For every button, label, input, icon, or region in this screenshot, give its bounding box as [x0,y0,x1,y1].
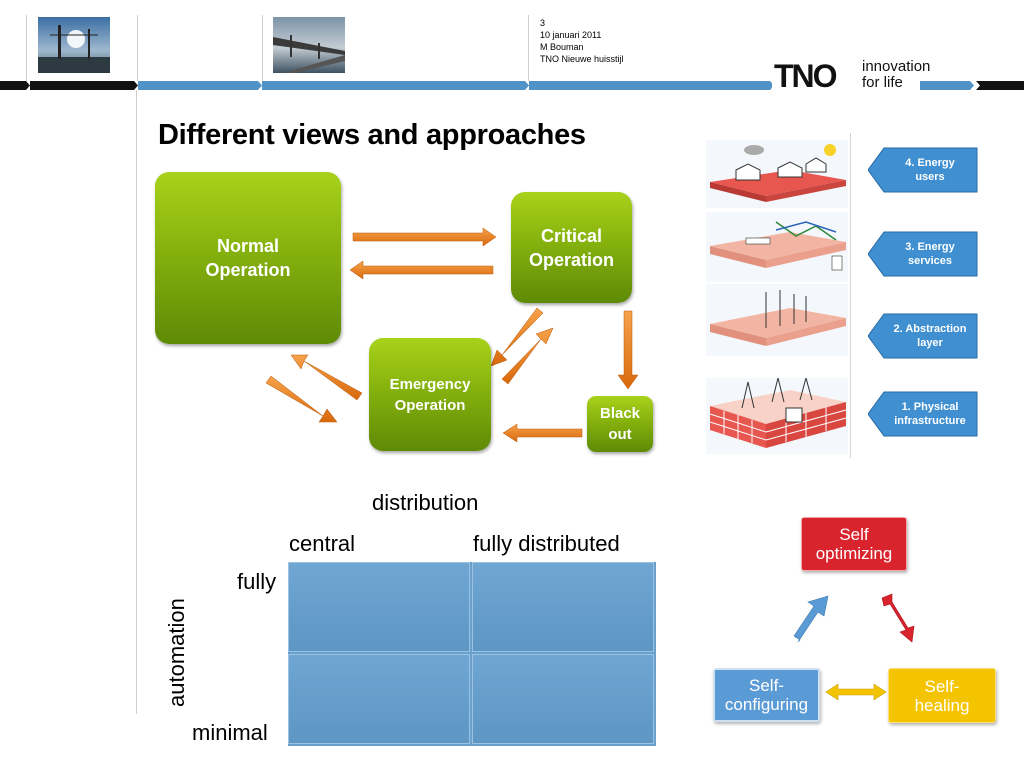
header-photo-power-plant [38,17,110,73]
content-divider [136,90,137,714]
matrix-row-fully: fully [237,569,277,594]
header-divider [528,15,529,81]
logo-tagline-line1: innovation [862,58,931,75]
state-critical-line2: Operation [528,249,614,270]
arrow-optimizing-healing [881,593,915,643]
layer-label-abstraction-line2: layer [917,337,943,349]
layer-label-physical: 1. Physical infrastructure [884,400,976,428]
slide-template: TNO Nieuwe huisstijl [540,54,624,64]
state-blackout-line1: Black [599,405,641,422]
matrix-cell-central-fully [288,562,470,652]
self-healing: Self-healing [888,668,996,723]
header-photo-bridge [273,17,345,73]
layer-label-physical-line2: infrastructure [894,415,966,427]
layer-label-energy-users-line1: 4. Energy [905,157,955,169]
state-emergency-line2: Operation [394,396,466,414]
self-optimizing-line2: optimizing [815,544,893,563]
header-divider [137,15,138,81]
layer-illustration-energy-users [706,140,848,208]
matrix-col-distributed: fully distributed [473,531,620,556]
self-optimizing-line1: Self [839,525,869,544]
badge-energy-services [868,231,978,277]
automation-distribution-matrix [288,562,656,746]
logo-tagline: innovation for life [862,59,930,91]
state-emergency-line1: Emergency [389,375,471,393]
matrix-row-minimal: minimal [192,720,268,745]
badge-physical-infrastructure [868,391,978,437]
layer-label-physical-line1: 1. Physical [901,401,959,413]
header-divider [262,15,263,81]
matrix-automation-label: automation [164,598,189,707]
layer-label-abstraction: 2. Abstraction layer [884,322,976,350]
badge-abstraction-layer [868,313,978,359]
self-configuring: Self-configuring [713,668,820,722]
layer-label-abstraction-line1: 2. Abstraction [893,323,967,335]
self-cycle-arrows [793,593,915,701]
layer-label-energy-services: 3. Energy services [884,240,976,268]
arrow-critical-to-blackout [617,310,639,390]
self-configuring-line2: configuring [724,695,809,714]
tno-logo: TNO [772,58,858,94]
arrow-critical-to-normal [349,260,494,280]
layer-label-energy-users-line2: users [915,171,945,183]
layer-illustration-energy-services [706,212,848,282]
arrow-configuring-to-optimizing [793,595,829,643]
logo-tagline-line2: for life [862,74,903,91]
logo-mark-text: TNO [774,58,837,92]
page-title: Different views and approaches [158,119,586,151]
arrow-configuring-healing [825,683,887,701]
layer-label-energy-services-line1: 3. Energy [905,241,955,253]
slide-date: 10 januari 2011 [540,30,602,40]
state-normal-line2: Operation [205,260,291,280]
slide-author: M Bouman [540,42,584,52]
state-normal-line1: Normal [216,236,279,256]
layer-label-energy-services-line2: services [907,255,953,267]
header-band [0,81,1024,90]
arrow-blackout-to-emergency [502,423,583,443]
arrow-emergency-to-normal [290,354,363,401]
matrix-cell-distributed-minimal [472,654,654,744]
slide-meta: 3 10 januari 2011 M Bouman TNO Nieuwe hu… [540,17,624,65]
arrow-normal-to-emergency [265,375,338,423]
state-blackout: Black out [587,396,653,452]
state-arrows [265,227,639,443]
matrix-distribution-label: distribution [372,490,479,515]
matrix-cell-distributed-fully [472,562,654,652]
arrow-emergency-to-critical [501,327,554,385]
matrix-cell-central-minimal [288,654,470,744]
arrow-critical-to-emergency [490,307,544,367]
matrix-col-central: central [289,531,356,556]
header-divider [26,15,27,81]
layer-label-energy-users: 4. Energy users [884,156,976,184]
badge-energy-users [868,147,978,193]
self-healing-line2: healing [914,695,970,715]
arrow-normal-to-critical [352,227,497,247]
self-healing-line1: Self- [924,676,960,696]
layer-illustration-physical [706,378,848,454]
self-configuring-line1: Self- [749,676,784,695]
layers-divider [850,133,851,458]
layer-illustration-abstraction [706,284,848,356]
slide-number: 3 [540,18,546,28]
state-critical-line1: Critical [540,225,602,246]
state-blackout-line2: out [608,426,632,443]
